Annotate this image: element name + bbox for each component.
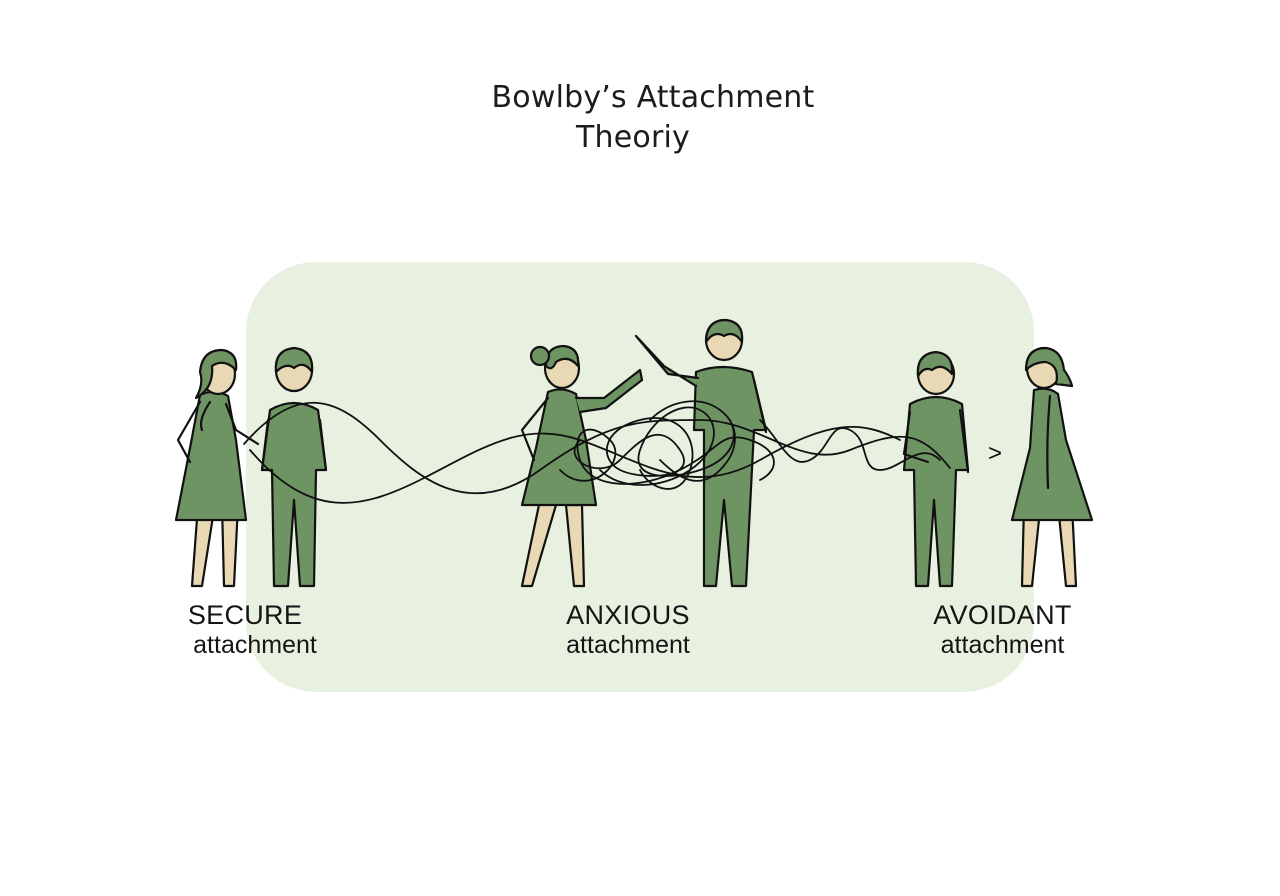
anxious-label: ANXIOUS attachment [548,600,708,660]
avoidant-man-figure [902,350,970,588]
anxious-subheading: attachment [566,631,690,659]
avoidant-subheading: attachment [940,631,1065,659]
title-line-2: Theoriy [576,120,690,155]
anxious-heading: ANXIOUS [566,600,690,630]
background-panel [246,262,1034,692]
secure-woman-figure [174,348,260,588]
avoidant-heading: AVOIDANT [933,600,1072,630]
avoidant-label: AVOIDANT attachment [920,600,1085,660]
diagram-title: Bowlby’s Attachment Theoriy [0,78,1280,158]
secure-subheading: attachment [193,631,317,659]
avoidant-woman-figure [1010,346,1094,588]
avoidant-arrow-marker: > [988,440,1002,467]
secure-man-figure [260,346,328,588]
title-line-1: Bowlby’s Attachment [491,80,815,115]
secure-label: SECURE attachment [180,600,330,660]
secure-heading: SECURE [187,600,303,630]
anxious-woman-figure [520,344,644,588]
connection-threads [243,400,951,504]
